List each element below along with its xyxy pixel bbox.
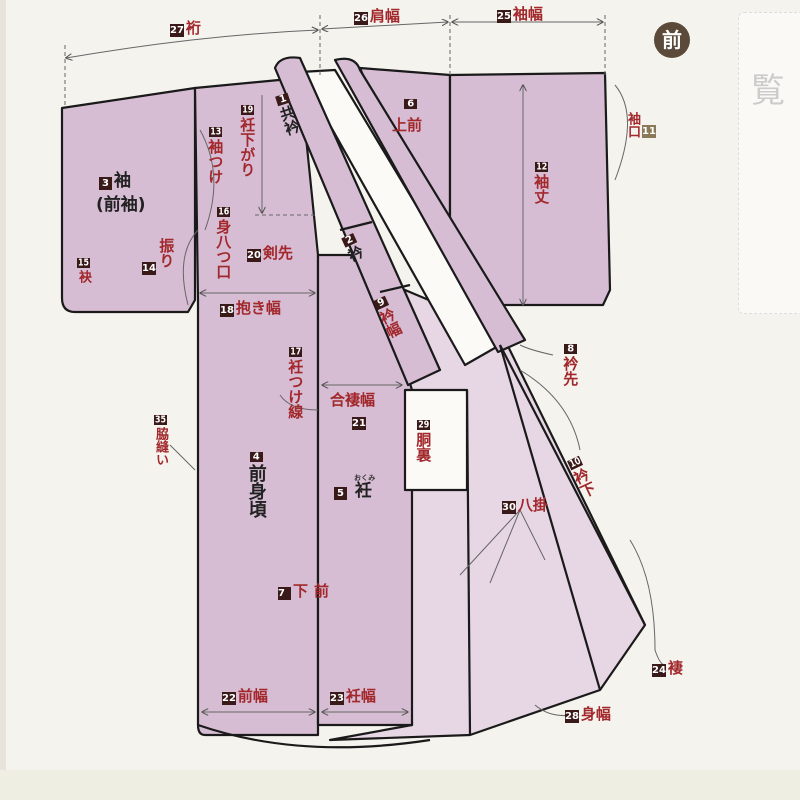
label-number: 15 xyxy=(76,258,90,268)
label-text: 身八つ口 xyxy=(214,219,233,279)
label-text: 胴裏 xyxy=(414,432,433,462)
label-text: 脇縫い xyxy=(152,427,168,466)
label-text: 抱き幅 xyxy=(235,299,281,317)
label-number: 23 xyxy=(330,692,344,705)
label-text: 袖口 xyxy=(624,112,640,138)
label-number: 6 xyxy=(404,99,418,109)
label-text: 衽下がり xyxy=(238,117,257,177)
label-number: 13 xyxy=(209,127,223,137)
label-aitsumahaba-num: 21 xyxy=(350,413,368,430)
label-text: 肩幅 xyxy=(369,7,400,25)
label-number: 12 xyxy=(535,162,549,172)
label-aitsumahaba: 合褄幅 xyxy=(330,391,376,409)
douura-lining xyxy=(403,388,469,492)
label-sodeguchi-num: 11 xyxy=(640,121,658,138)
label-number: 16 xyxy=(217,207,231,217)
label-text: 衽幅 xyxy=(345,687,376,705)
label-number: 24 xyxy=(652,664,666,677)
label-text: 前身頃 xyxy=(245,464,267,518)
label-number: 17 xyxy=(289,347,303,357)
page-bottom-edge xyxy=(0,770,800,800)
label-number: 28 xyxy=(565,710,579,723)
label-number: 7 xyxy=(278,587,291,600)
label-number: 20 xyxy=(247,249,261,262)
label-text: 前幅 xyxy=(237,687,268,705)
label-number: 21 xyxy=(352,417,366,430)
label-text: 袖 xyxy=(114,171,131,191)
label-sodetsuke: 13 袖つけ xyxy=(206,125,225,184)
label-number: 5 xyxy=(334,487,347,500)
label-text: 袖幅 xyxy=(512,5,543,23)
label-furi-num: 14 xyxy=(140,258,158,275)
label-erisaki: 8 衿先 xyxy=(561,342,580,386)
label-uwamae: 6 xyxy=(401,97,418,111)
label-text: 剣先 xyxy=(262,244,293,262)
side-index-tab: 覧 xyxy=(738,12,800,314)
label-okumitsukesen: 17 衽つけ線 xyxy=(286,345,305,419)
label-text: 衽 xyxy=(354,481,372,501)
label-text: 裄 xyxy=(185,19,201,37)
label-text: 身幅 xyxy=(580,705,611,723)
label-douura: 29 胴裏 xyxy=(414,418,433,462)
label-maemigoro: 4 前身頃 xyxy=(245,450,267,518)
label-okumi: おくみ 5 衽 xyxy=(332,474,375,502)
label-text: 衿先 xyxy=(561,356,580,386)
left-sleeve xyxy=(60,86,197,314)
label-number: 35 xyxy=(153,415,167,425)
label-number: 4 xyxy=(249,452,263,462)
label-sodeguchi: 袖口 xyxy=(624,112,640,138)
label-number: 19 xyxy=(241,105,255,115)
label-number: 22 xyxy=(222,692,236,705)
label-miyatsuguchi: 16 身八つ口 xyxy=(214,205,233,279)
label-maesode: (前袖) xyxy=(96,195,146,215)
label-text: 袖丈 xyxy=(532,174,551,204)
label-number: 11 xyxy=(642,125,656,138)
label-number: 29 xyxy=(417,420,431,430)
label-text: 衽つけ線 xyxy=(286,359,305,419)
label-number: 8 xyxy=(564,344,578,354)
label-uwamae-text: 上前 xyxy=(392,116,423,134)
label-tamoto: 15 袂 xyxy=(75,256,91,283)
label-number: 25 xyxy=(497,10,511,23)
label-text: 下前 xyxy=(293,582,336,600)
front-view-badge: 前 xyxy=(654,22,690,58)
label-text: 袖つけ xyxy=(206,139,225,184)
label-text: 袂 xyxy=(75,270,91,283)
label-number: 27 xyxy=(170,24,184,37)
label-number: 3 xyxy=(99,177,112,190)
label-text: 八掛 xyxy=(517,496,548,514)
label-text: 褄 xyxy=(667,659,683,677)
label-number: 18 xyxy=(220,304,234,317)
ruby-text: おくみ xyxy=(354,474,376,482)
label-number: 30 xyxy=(502,501,516,514)
label-number: 26 xyxy=(354,12,368,25)
label-okumisagari: 19 衽下がり xyxy=(238,103,257,177)
side-tab-text: 覧 xyxy=(751,71,785,111)
label-sodetake: 12 袖丈 xyxy=(532,160,551,204)
page-gutter xyxy=(0,0,6,800)
collar-right-strip xyxy=(333,57,527,354)
label-furi: 振り xyxy=(157,238,176,268)
label-number: 14 xyxy=(142,262,156,275)
label-wakinui: 35 脇縫い xyxy=(152,413,168,466)
